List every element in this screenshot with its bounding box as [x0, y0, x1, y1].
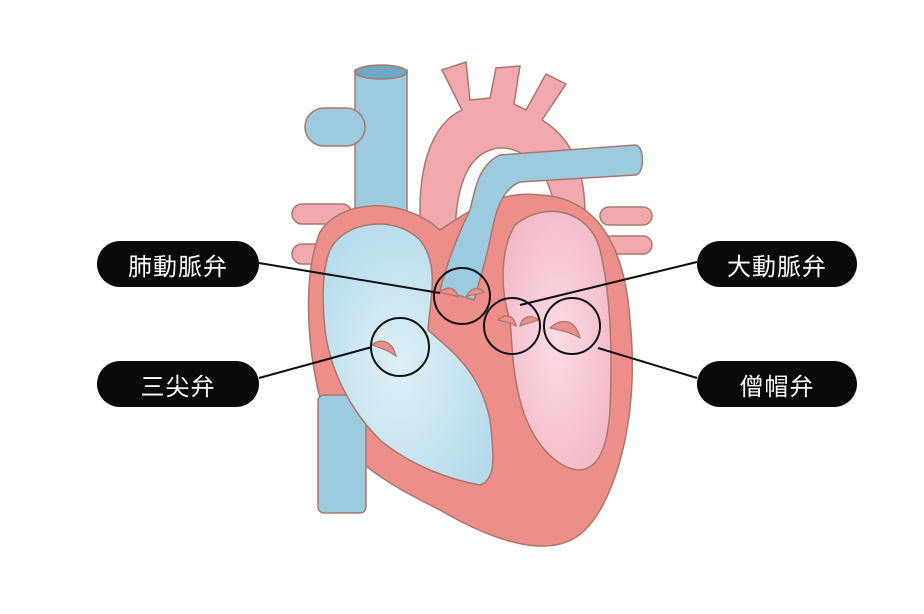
pulmonary-valve-circle [433, 267, 491, 325]
leader-lines [258, 261, 698, 379]
mitral-leader [597, 347, 698, 379]
aortic-leader [519, 261, 698, 306]
pulmonary-trunk [439, 144, 644, 301]
right-heart-chambers [322, 223, 494, 486]
pulmonary-leader [258, 262, 441, 294]
aortic-valve-label: 大動脈弁 [697, 241, 857, 287]
tricuspid-valve-label: 三尖弁 [97, 361, 259, 407]
brachiocephalic-vein [304, 107, 366, 147]
valve-leaflets [370, 287, 581, 358]
tricuspid-leader [258, 346, 373, 379]
mitral-valve-circle [543, 297, 601, 355]
inferior-vena-cava [317, 394, 367, 514]
pulmonary-valve-label: 肺動脈弁 [97, 241, 259, 287]
mitral-valve-label: 僧帽弁 [697, 361, 857, 407]
aortic-arch [419, 60, 586, 291]
aortic-valve-circle [483, 297, 541, 355]
